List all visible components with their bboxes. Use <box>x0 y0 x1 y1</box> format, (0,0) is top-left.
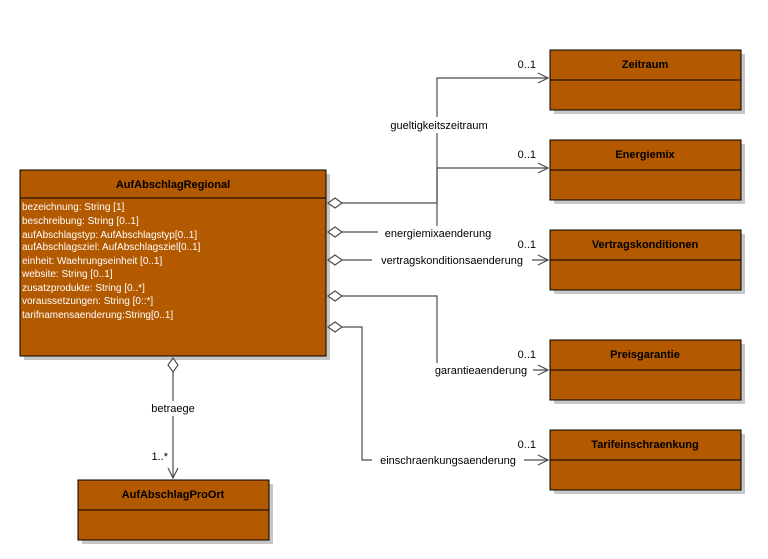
edge-vertragskonditionsaenderung[interactable]: vertragskonditionsaenderung 0..1 <box>326 239 550 268</box>
attribute-aufabschlagstyp: aufAbschlagstyp: AufAbschlagstyp[0..1] <box>22 230 197 241</box>
attribute-tarifnamensaenderung: tarifnamensaenderung:String[0..1] <box>22 310 173 321</box>
multiplicity-label: 0..1 <box>518 439 536 451</box>
multiplicity-label: 0..1 <box>518 149 536 161</box>
class-zeitraum[interactable]: Zeitraum <box>549 49 745 114</box>
edge-garantieaenderung[interactable]: garantieaenderung 0..1 <box>326 290 550 378</box>
attribute-website: website: String [0..1] <box>21 269 113 280</box>
arrow-head-icon <box>537 454 550 466</box>
class-tarifeinschraenkung[interactable]: Tarifeinschraenkung <box>549 429 745 494</box>
arrow-head-icon <box>537 254 550 266</box>
class-name: Zeitraum <box>622 59 669 71</box>
multiplicity-label: 0..1 <box>518 239 536 251</box>
aggregation-diamond-icon <box>326 254 344 266</box>
class-name: Energiemix <box>615 149 675 161</box>
class-vertragskonditionen[interactable]: Vertragskonditionen <box>549 229 745 294</box>
aggregation-diamond-icon <box>326 226 344 238</box>
class-preisgarantie[interactable]: Preisgarantie <box>549 339 745 404</box>
edge-betraege[interactable]: betraege 1..* <box>147 356 199 480</box>
aggregation-diamond-icon <box>167 356 179 374</box>
multiplicity-label: 0..1 <box>518 59 536 71</box>
arrow-head-icon <box>167 467 179 480</box>
edge-energiemixaenderung[interactable]: energiemixaenderung 0..1 <box>326 149 550 241</box>
class-name: Tarifeinschraenkung <box>591 439 698 451</box>
attribute-beschreibung: beschreibung: String [0..1] <box>22 216 139 227</box>
edge-label: gueltigkeitszeitraum <box>390 120 487 132</box>
aggregation-diamond-icon <box>326 321 344 333</box>
class-name: AufAbschlagRegional <box>116 179 230 191</box>
edge-label: garantieaenderung <box>435 365 527 377</box>
attribute-aufabschlagsziel: aufAbschlagsziel: AufAbschlagsziel[0..1] <box>22 242 201 253</box>
edge-label: vertragskonditionsaenderung <box>381 255 523 267</box>
class-energiemix[interactable]: Energiemix <box>549 139 745 204</box>
edge-label: betraege <box>151 403 194 415</box>
aggregation-diamond-icon <box>326 290 344 302</box>
edge-gueltigkeitszeitraum[interactable]: gueltigkeitszeitraum 0..1 <box>326 59 550 209</box>
edge-label: energiemixaenderung <box>385 228 491 240</box>
multiplicity-label: 0..1 <box>518 349 536 361</box>
attribute-einheit: einheit: Waehrungseinheit [0..1] <box>22 256 162 267</box>
class-name: Preisgarantie <box>610 349 680 361</box>
aggregation-diamond-icon <box>326 197 344 209</box>
edge-label: einschraenkungsaenderung <box>380 455 516 467</box>
attribute-bezeichnung: bezeichnung: String [1] <box>22 202 125 213</box>
class-name: AufAbschlagProOrt <box>122 489 225 501</box>
arrow-head-icon <box>537 72 550 84</box>
attribute-zusatzprodukte: zusatzprodukte: String [0..*] <box>22 283 145 294</box>
multiplicity-label: 1..* <box>151 451 168 463</box>
class-aufabschlagproort[interactable]: AufAbschlagProOrt <box>77 479 273 544</box>
class-name: Vertragskonditionen <box>592 239 699 251</box>
attribute-voraussetzungen: voraussetzungen: String [0::*] <box>22 296 153 307</box>
class-aufabschlagregional[interactable]: AufAbschlagRegional bezeichnung: String … <box>19 169 330 360</box>
arrow-head-icon <box>537 162 550 174</box>
arrow-head-icon <box>537 364 550 376</box>
edge-einschraenkungsaenderung[interactable]: einschraenkungsaenderung 0..1 <box>326 321 550 468</box>
class-box <box>19 169 327 357</box>
